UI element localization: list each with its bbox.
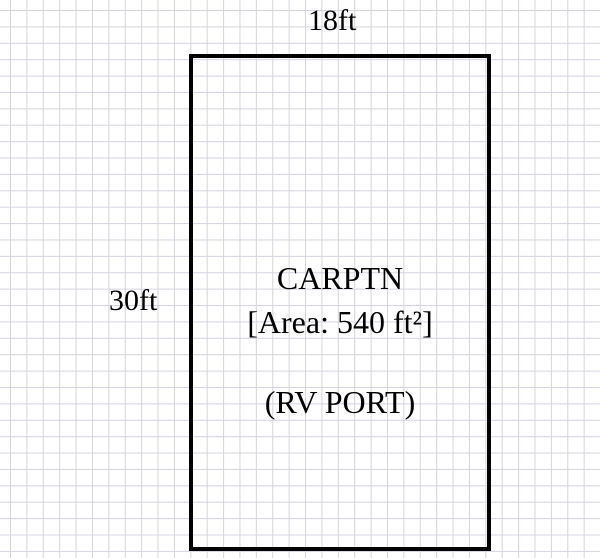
area-name: CARPTN [276, 260, 404, 296]
area-use: (RV PORT) [264, 384, 416, 420]
length-label: 30ft [109, 284, 158, 317]
area-size: [Area: 540 ft²] [247, 304, 433, 340]
width-label: 18ft [308, 4, 357, 37]
carport-outline [189, 54, 491, 551]
